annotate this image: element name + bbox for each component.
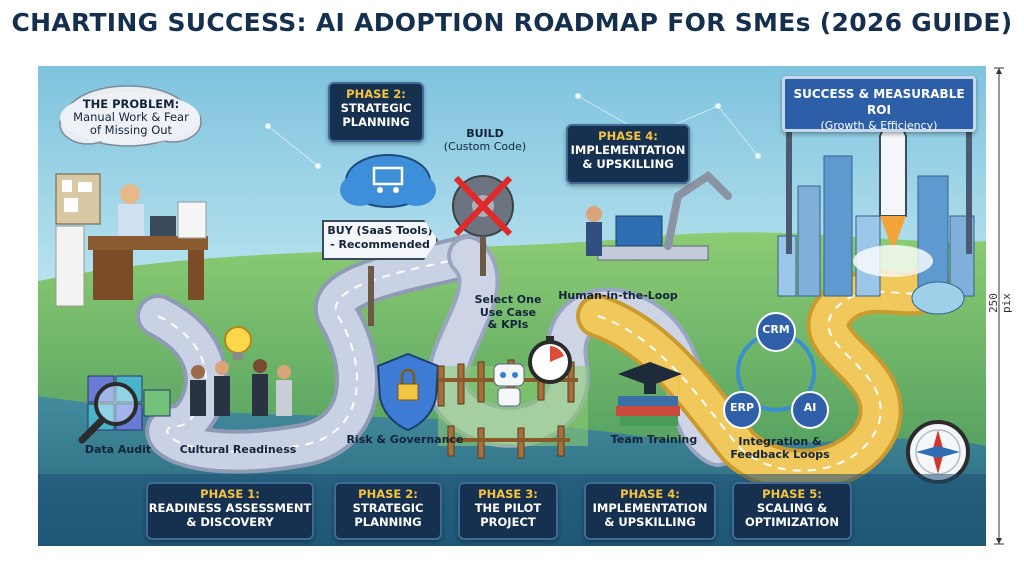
phase-1-line-2: & DISCOVERY <box>186 514 274 529</box>
phase-3-number: PHASE 3: <box>478 487 538 501</box>
phase-4-plate: PHASE 4: IMPLEMENTATION & UPSKILLING <box>584 482 716 540</box>
dimension-ruler <box>994 67 1004 545</box>
phase-4-line-1: IMPLEMENTATION <box>592 500 708 515</box>
city-skyline <box>777 103 975 315</box>
roadmap-illustration: THE PROBLEM: Manual Work & Fear of Missi… <box>38 66 986 546</box>
cultural-readiness-label: Cultural Readiness <box>179 443 297 456</box>
phase-2-line-2: PLANNING <box>354 514 422 529</box>
robot-arm-workstation <box>586 170 732 261</box>
select-use-case-label: Select One Use Case & KPIs <box>468 293 548 332</box>
phase-5-line-2: OPTIMIZATION <box>745 514 839 529</box>
select-use-case-line-1: Select One <box>474 293 542 306</box>
phase-3-line-2: PROJECT <box>480 514 536 529</box>
ruler-label: 250 pix <box>987 293 1013 313</box>
ai-label: AI <box>803 401 817 414</box>
crm-label: CRM <box>762 323 790 336</box>
phase-1-number: PHASE 1: <box>200 487 260 501</box>
phase-5-number: PHASE 5: <box>762 487 822 501</box>
top-phase-2-plate: PHASE 2: STRATEGIC PLANNING <box>328 82 424 142</box>
phase-5-line-1: SCALING & <box>756 500 828 515</box>
select-use-case-line-2: Use Case <box>479 305 537 319</box>
phase-4-line-2: & UPSKILLING <box>604 514 696 529</box>
integration-loop-icon <box>723 312 829 429</box>
erp-label: ERP <box>729 401 755 414</box>
buy-line-1: BUY (SaaS Tools) <box>327 224 433 237</box>
stopwatch-icon <box>528 336 572 384</box>
success-banner: SUCCESS & MEASURABLE ROI (Growth & Effic… <box>782 76 976 132</box>
risk-governance-label: Risk & Governance <box>346 433 464 446</box>
success-line-1: SUCCESS & MEASURABLE ROI <box>793 87 965 117</box>
success-line-2: (Growth & Efficiency) <box>820 119 938 133</box>
phase-2-plate: PHASE 2: STRATEGIC PLANNING <box>334 482 442 540</box>
human-in-loop-label: Human-in-the-Loop <box>558 289 678 302</box>
phase-1-line-1: READINESS ASSESSMENT <box>148 500 312 515</box>
banner-post-left <box>786 84 792 254</box>
problem-line-3: of Missing Out <box>89 123 173 138</box>
phase-2-line-1: STRATEGIC <box>352 500 424 515</box>
data-audit-icon <box>78 375 171 444</box>
integration-line-2: Feedback Loops <box>730 447 830 461</box>
top-phase-4-plate: PHASE 4: IMPLEMENTATION & UPSKILLING <box>566 124 690 184</box>
build-line-2: (Custom Code) <box>443 139 527 153</box>
top-phase-2-line-1: STRATEGIC <box>340 100 412 115</box>
integration-label: Integration & Feedback Loops <box>720 435 840 461</box>
top-phase-4-line-1: IMPLEMENTATION <box>570 142 686 157</box>
phase-4-number: PHASE 4: <box>620 487 680 501</box>
saas-cloud-icon <box>340 154 436 326</box>
problem-title: THE PROBLEM: <box>82 97 180 111</box>
select-use-case-line-3: & KPIs <box>487 318 529 332</box>
phase-5-plate: PHASE 5: SCALING & OPTIMIZATION <box>732 482 852 540</box>
risk-shield-icon <box>376 352 440 432</box>
cultural-readiness-team <box>190 326 292 416</box>
top-phase-4-line-2: & UPSKILLING <box>582 156 674 171</box>
problem-text: THE PROBLEM: Manual Work & Fear of Missi… <box>66 97 196 138</box>
problem-line-2: Manual Work & Fear <box>73 110 189 125</box>
problem-cloud <box>59 85 202 147</box>
build-line-1: BUILD <box>466 127 504 140</box>
phase-2-number: PHASE 2: <box>358 487 418 501</box>
phase-1-plate: PHASE 1: READINESS ASSESSMENT & DISCOVER… <box>146 482 314 540</box>
banner-post-right <box>966 84 972 254</box>
top-phase-2-line-2: PLANNING <box>342 114 410 129</box>
team-training-icon <box>616 362 682 426</box>
page-title: CHARTING SUCCESS: AI ADOPTION ROADMAP FO… <box>11 8 1013 37</box>
integration-line-1: Integration & <box>738 435 822 448</box>
buy-line-2: - Recommended <box>330 237 430 251</box>
office-desk <box>55 173 208 307</box>
build-label: BUILD (Custom Code) <box>440 127 530 153</box>
top-phase-2-number: PHASE 2: <box>346 87 406 101</box>
compass-icon <box>906 420 970 484</box>
build-gear-crossed-icon <box>452 175 514 276</box>
pilot-robot-icon <box>493 363 525 407</box>
buy-sign: BUY (SaaS Tools) - Recommended <box>322 220 438 260</box>
data-audit-label: Data Audit <box>84 443 152 456</box>
phase-3-line-1: THE PILOT <box>474 500 542 515</box>
phase-3-plate: PHASE 3: THE PILOT PROJECT <box>458 482 558 540</box>
top-phase-4-number: PHASE 4: <box>598 129 658 143</box>
team-training-label: Team Training <box>610 433 698 446</box>
